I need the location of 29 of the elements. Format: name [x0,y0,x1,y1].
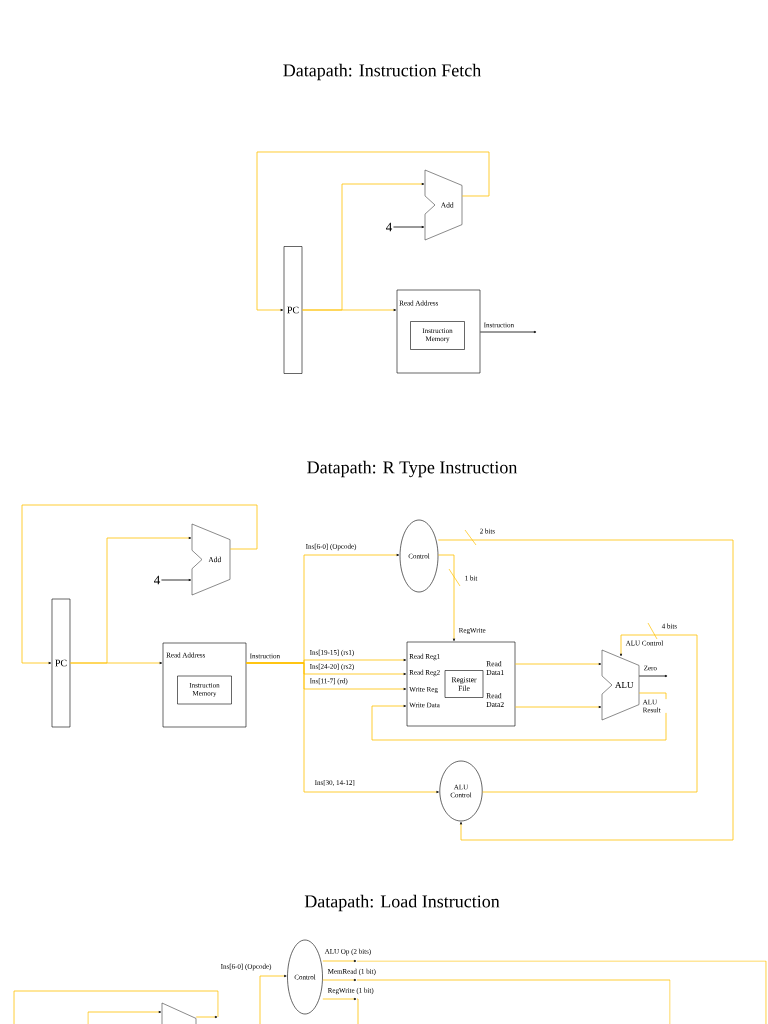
arrow [301,182,425,311]
arrow [393,225,425,229]
register-box: PC [51,598,71,728]
arrow [514,705,602,709]
arrow [479,330,537,334]
arrow [322,959,357,963]
arrow [371,692,667,741]
arrow [259,974,287,1024]
arrow [514,662,602,666]
arrow [437,554,456,642]
constant-label: 4 [386,222,393,232]
arrow [437,539,734,841]
arrow [69,536,192,664]
arrow [161,578,192,582]
arrow [256,151,490,312]
heading: Datapath: Instruction Fetch [283,63,481,81]
adder-symbol [161,1002,197,1024]
arrow [21,504,258,665]
register-box: PC [283,246,303,374]
constant-label: 4 [154,575,161,585]
arrow [195,1015,218,1019]
arrow [322,997,357,1001]
arrow [638,674,668,678]
heading: Datapath: Load Instruction [304,894,500,912]
arrow [245,662,439,794]
heading: Datapath: R Type Instruction [307,460,518,478]
arrow [482,634,698,793]
arrow [322,978,357,982]
arrow [87,1010,162,1024]
